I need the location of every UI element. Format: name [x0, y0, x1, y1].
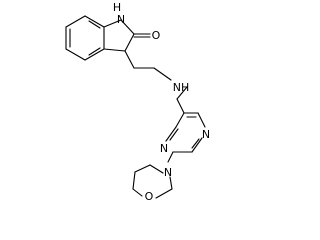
benzene-ring: [65, 15, 105, 61]
atom-labels: H N O NH N N N O: [113, 1, 210, 200]
morpholine-o-label: O: [145, 190, 154, 200]
pyrimidine-n3-label: N: [160, 142, 168, 155]
morpholine-link: [167, 151, 174, 163]
methylene-linker: [176, 86, 188, 114]
pyrimidine-ring: [165, 112, 206, 153]
morpholine-ring: [132, 164, 173, 199]
lactam-n-label: N: [117, 13, 125, 26]
ethyl-linker: [124, 50, 172, 81]
lactam-h-label: H: [113, 1, 121, 14]
amine-nh-label: NH: [173, 81, 190, 94]
morpholine-n-label: N: [164, 166, 172, 179]
lactam-ring: [103, 19, 151, 52]
pyrimidine-n1-label: N: [202, 128, 210, 141]
molecule-structure-diagram: H N O NH N N N O: [65, 1, 210, 200]
carbonyl-o-label: O: [152, 29, 161, 42]
